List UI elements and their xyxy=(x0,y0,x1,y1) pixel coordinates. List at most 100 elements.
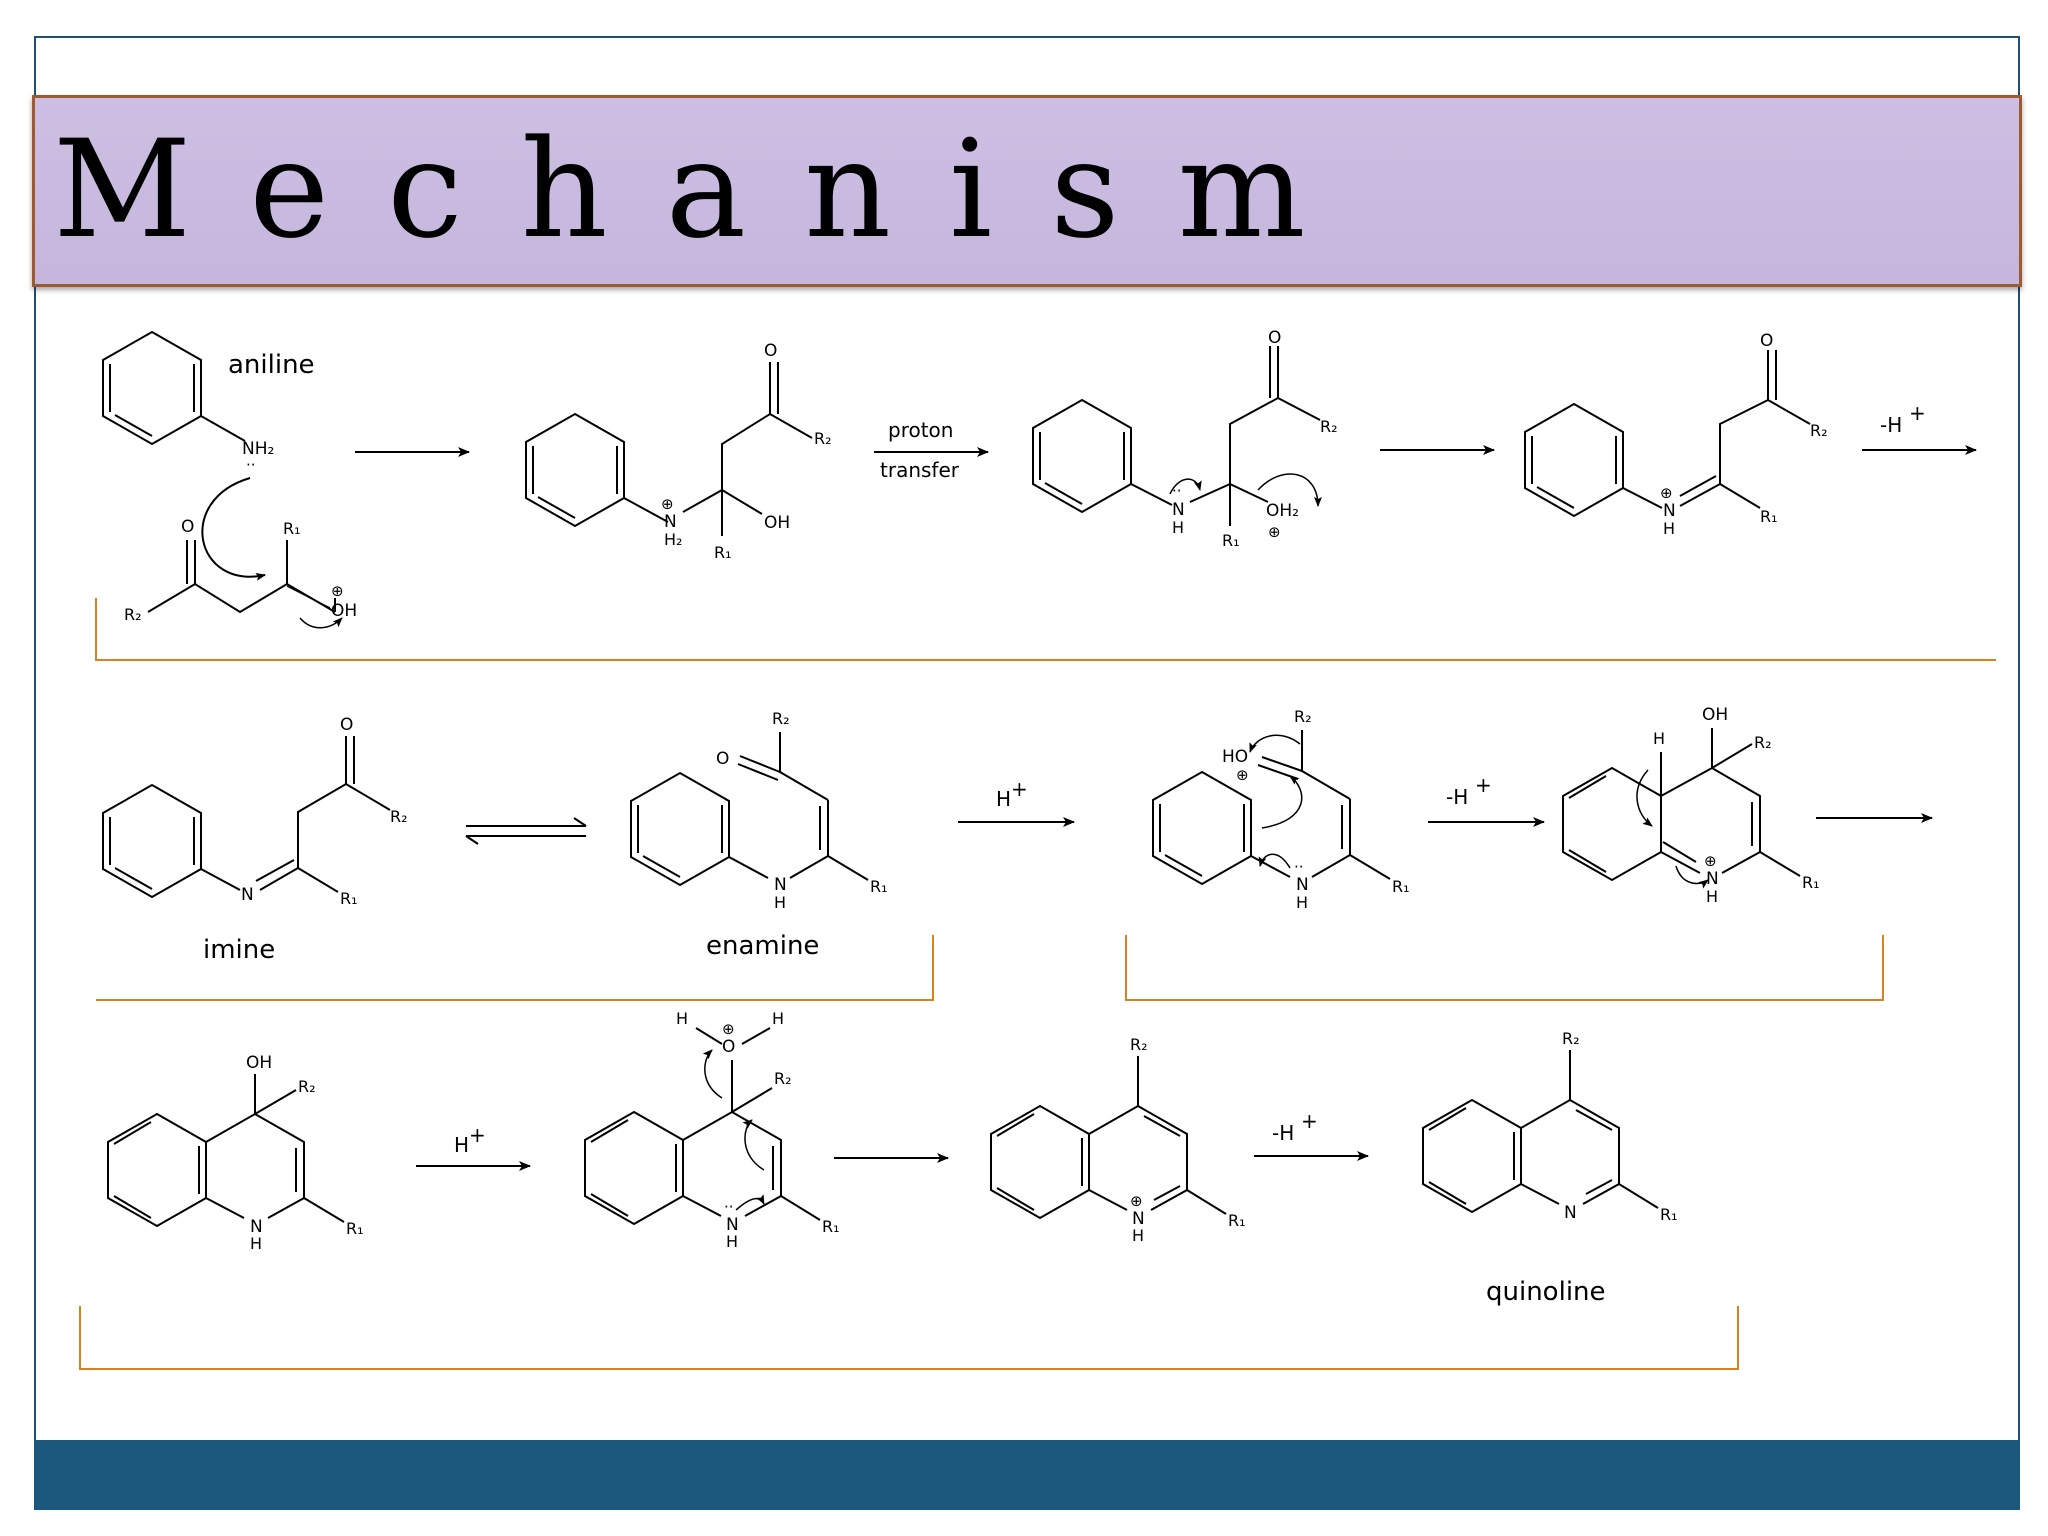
atom-oh: OH xyxy=(331,601,357,621)
curved-arrow xyxy=(1675,865,1709,889)
atom-n: N xyxy=(250,1217,263,1237)
bracket-row-2a xyxy=(96,935,934,1001)
reagent-plus: + xyxy=(1011,777,1028,801)
atom-ho: HO xyxy=(1222,747,1248,767)
charge: ⊕ xyxy=(1704,852,1717,870)
charge: ⊕ xyxy=(722,1020,735,1038)
atom-r1: R₁ xyxy=(1660,1205,1678,1224)
title-bar: Mechanism xyxy=(32,95,2022,287)
atom-r2: R₂ xyxy=(1294,707,1312,726)
atom-r2: R₂ xyxy=(1130,1035,1148,1054)
curved-arrow xyxy=(1636,769,1653,827)
charge: ⊕ xyxy=(661,495,674,513)
atom-h: H xyxy=(1172,518,1184,537)
atom-r2: R₂ xyxy=(1320,417,1338,436)
atom-h: H xyxy=(774,893,786,912)
atom-r1: R₁ xyxy=(1760,507,1778,526)
atom-r2: R₂ xyxy=(814,429,832,448)
cyclized-structure xyxy=(1562,728,1801,882)
curved-arrow xyxy=(1258,853,1291,869)
atom-o: O xyxy=(340,715,353,735)
reagent-plus: + xyxy=(1475,773,1492,797)
atom-n: N xyxy=(1172,500,1185,520)
atom-r1: R₁ xyxy=(346,1219,364,1238)
reagent-plus: + xyxy=(1301,1109,1318,1133)
cyclization-structure xyxy=(1152,730,1391,886)
aniline-label: aniline xyxy=(228,350,315,380)
dihydroquinoline-structure xyxy=(107,1074,345,1228)
aniline-structure xyxy=(102,330,336,614)
atom-r1: R₁ xyxy=(870,877,888,896)
atom-n: N xyxy=(1663,501,1676,521)
atom-h: H xyxy=(1132,1226,1144,1245)
quinolinium-structure xyxy=(990,1056,1227,1220)
atom-h: H xyxy=(772,1009,784,1028)
atom-h: H xyxy=(1663,519,1675,538)
atom-o: O xyxy=(722,1037,735,1057)
hemiaminal-structure xyxy=(525,362,813,536)
atom-nh2: NH₂ xyxy=(242,439,274,459)
atom-n: N xyxy=(774,875,787,895)
atom-n: N xyxy=(726,1215,739,1235)
curved-arrow xyxy=(742,1119,765,1171)
atom-h2: H₂ xyxy=(664,530,682,549)
atom-o: O xyxy=(1268,328,1281,348)
atom-o: O xyxy=(181,517,194,537)
reagent-minus-h: -H xyxy=(1880,413,1902,437)
atom-oh: OH xyxy=(246,1053,272,1073)
page-title: Mechanism xyxy=(53,111,1364,268)
curved-arrow xyxy=(702,1049,723,1099)
enamine-label: enamine xyxy=(706,931,819,961)
atom-r1: R₁ xyxy=(822,1217,840,1236)
charge: ⊕ xyxy=(331,582,344,600)
curved-arrow xyxy=(735,1194,765,1211)
atom-o: O xyxy=(716,749,729,769)
imine-structure xyxy=(102,736,391,899)
atom-r2: R₂ xyxy=(298,1077,316,1096)
atom-n: N xyxy=(241,885,254,905)
atom-h: H xyxy=(1706,887,1718,906)
reagent-proton: proton xyxy=(888,418,953,442)
curved-arrow xyxy=(1249,734,1301,753)
reagent-minus-h: -H xyxy=(1446,785,1468,809)
atom-r2: R₂ xyxy=(772,709,790,728)
curved-arrow xyxy=(1169,478,1202,495)
atom-n: N xyxy=(1706,869,1719,889)
atom-r2: R₂ xyxy=(390,807,408,826)
oxonium-structure xyxy=(1032,346,1321,526)
atom-h: H xyxy=(1653,729,1665,748)
atom-r2: R₂ xyxy=(1810,421,1828,440)
lone-pair: ·· xyxy=(246,456,256,474)
bracket-row-1 xyxy=(95,598,1996,661)
bracket-row-3 xyxy=(79,1306,1739,1370)
atom-n: N xyxy=(664,512,677,532)
atom-n: N xyxy=(1132,1209,1145,1229)
section-brackets xyxy=(79,598,1996,1370)
curved-arrow xyxy=(1261,775,1303,829)
quinoline-label: quinoline xyxy=(1486,1277,1606,1307)
reagent-h-plus: H xyxy=(996,787,1011,811)
atom-o: O xyxy=(764,341,777,361)
equilibrium-arrows xyxy=(465,817,587,845)
lone-pair: ·· xyxy=(724,1198,734,1216)
curved-arrow xyxy=(1257,473,1322,507)
atom-r2: R₂ xyxy=(124,605,142,624)
bracket-row-2b xyxy=(1125,935,1884,1001)
atom-h: H xyxy=(726,1232,738,1251)
reagent-minus-h: -H xyxy=(1272,1121,1294,1145)
atom-oh: OH xyxy=(1702,705,1728,725)
reagent-transfer: transfer xyxy=(880,458,960,482)
atom-h: H xyxy=(250,1234,262,1253)
quinoline-structure xyxy=(1422,1050,1659,1214)
imine-label: imine xyxy=(203,935,275,965)
enamine-structure xyxy=(630,732,869,887)
curved-arrow xyxy=(299,617,343,629)
atom-r1: R₁ xyxy=(714,543,732,562)
reagent-plus: + xyxy=(469,1123,486,1147)
atom-oh2: OH₂ xyxy=(1266,501,1299,521)
reagent-h-plus: H xyxy=(454,1133,469,1157)
curved-arrow xyxy=(201,477,266,581)
atom-n: N xyxy=(1564,1203,1577,1223)
charge: ⊕ xyxy=(1236,766,1249,784)
